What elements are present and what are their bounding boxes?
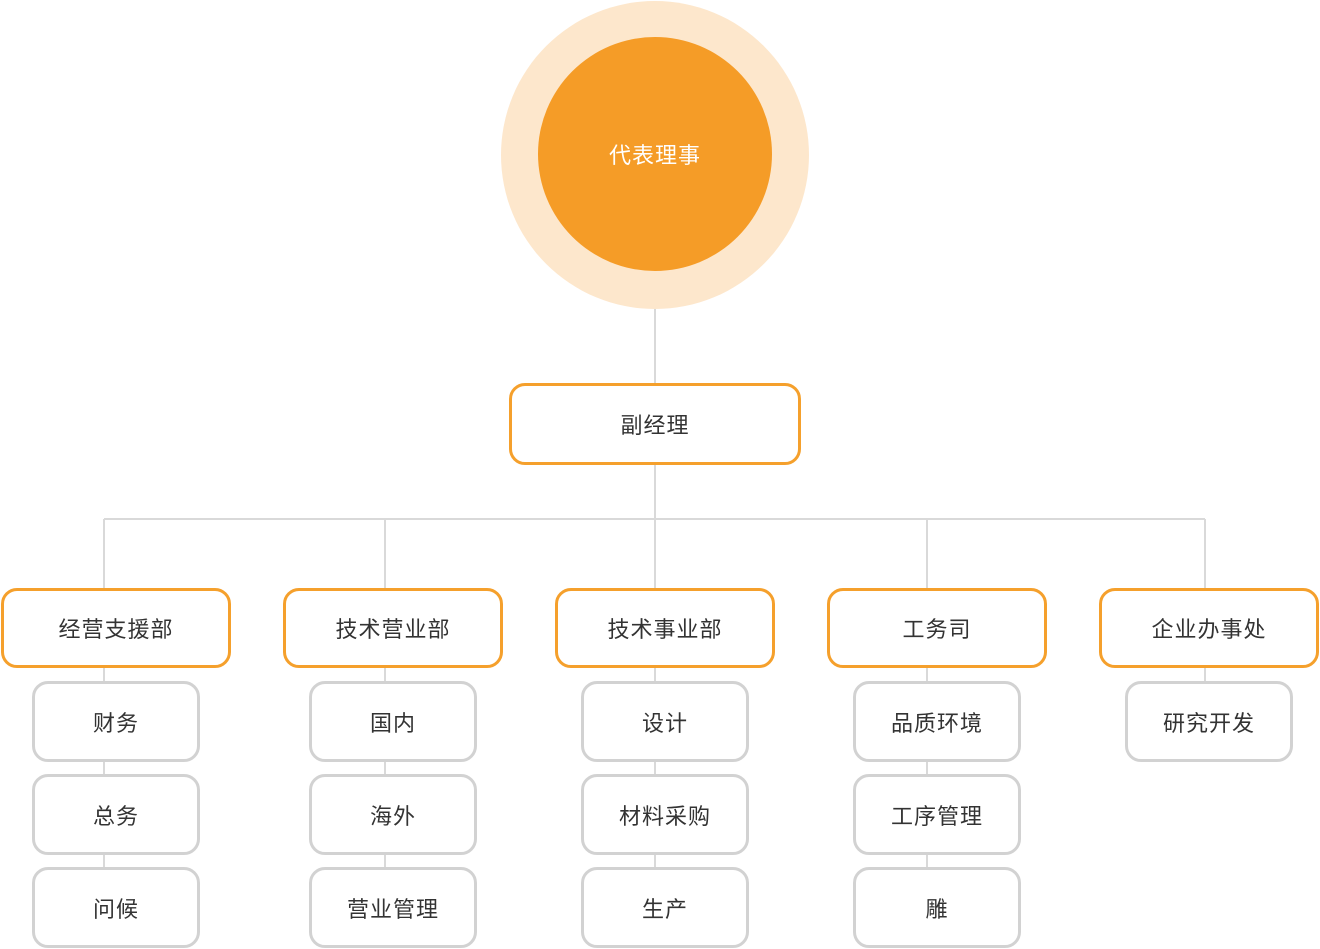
- sub-unit-label: 问候: [92, 897, 139, 923]
- sub-unit-node: 研究开发: [1125, 681, 1293, 762]
- department-label: 技术营业部: [335, 618, 451, 643]
- sub-unit-node: 雕: [853, 867, 1021, 948]
- department-label: 技术事业部: [607, 618, 723, 643]
- sub-unit-node: 海外: [309, 774, 477, 855]
- sub-unit-label: 研究开发: [1162, 711, 1255, 737]
- sub-unit-node: 总务: [32, 774, 200, 855]
- sub-unit-label: 品质环境: [890, 711, 983, 737]
- vice-manager-label: 副经理: [620, 414, 690, 439]
- department-label: 企业办事处: [1151, 618, 1267, 643]
- sub-unit-node: 问候: [32, 867, 200, 948]
- sub-unit-label: 生产: [641, 897, 688, 923]
- department-node: 技术营业部: [283, 588, 503, 668]
- sub-unit-label: 财务: [92, 711, 139, 737]
- sub-unit-label: 国内: [369, 711, 416, 737]
- root-node: 代表理事: [538, 37, 772, 271]
- sub-unit-node: 设计: [581, 681, 749, 762]
- vice-manager-node: 副经理: [509, 383, 801, 465]
- root-node-label: 代表理事: [608, 144, 701, 169]
- sub-unit-label: 海外: [369, 804, 416, 830]
- sub-unit-label: 营业管理: [346, 897, 439, 923]
- sub-unit-label: 工序管理: [890, 804, 983, 830]
- sub-unit-node: 材料采购: [581, 774, 749, 855]
- sub-unit-label: 设计: [641, 711, 688, 737]
- sub-unit-node: 品质环境: [853, 681, 1021, 762]
- sub-unit-node: 工序管理: [853, 774, 1021, 855]
- department-label: 经营支援部: [58, 618, 174, 643]
- sub-unit-label: 总务: [92, 804, 139, 830]
- sub-unit-node: 国内: [309, 681, 477, 762]
- department-label: 工务司: [902, 618, 972, 643]
- sub-unit-node: 财务: [32, 681, 200, 762]
- department-node: 工务司: [827, 588, 1047, 668]
- department-node: 企业办事处: [1099, 588, 1319, 668]
- department-node: 经营支援部: [1, 588, 231, 668]
- sub-unit-label: 雕: [925, 897, 949, 923]
- department-node: 技术事业部: [555, 588, 775, 668]
- sub-unit-node: 生产: [581, 867, 749, 948]
- sub-unit-node: 营业管理: [309, 867, 477, 948]
- sub-unit-label: 材料采购: [618, 804, 711, 830]
